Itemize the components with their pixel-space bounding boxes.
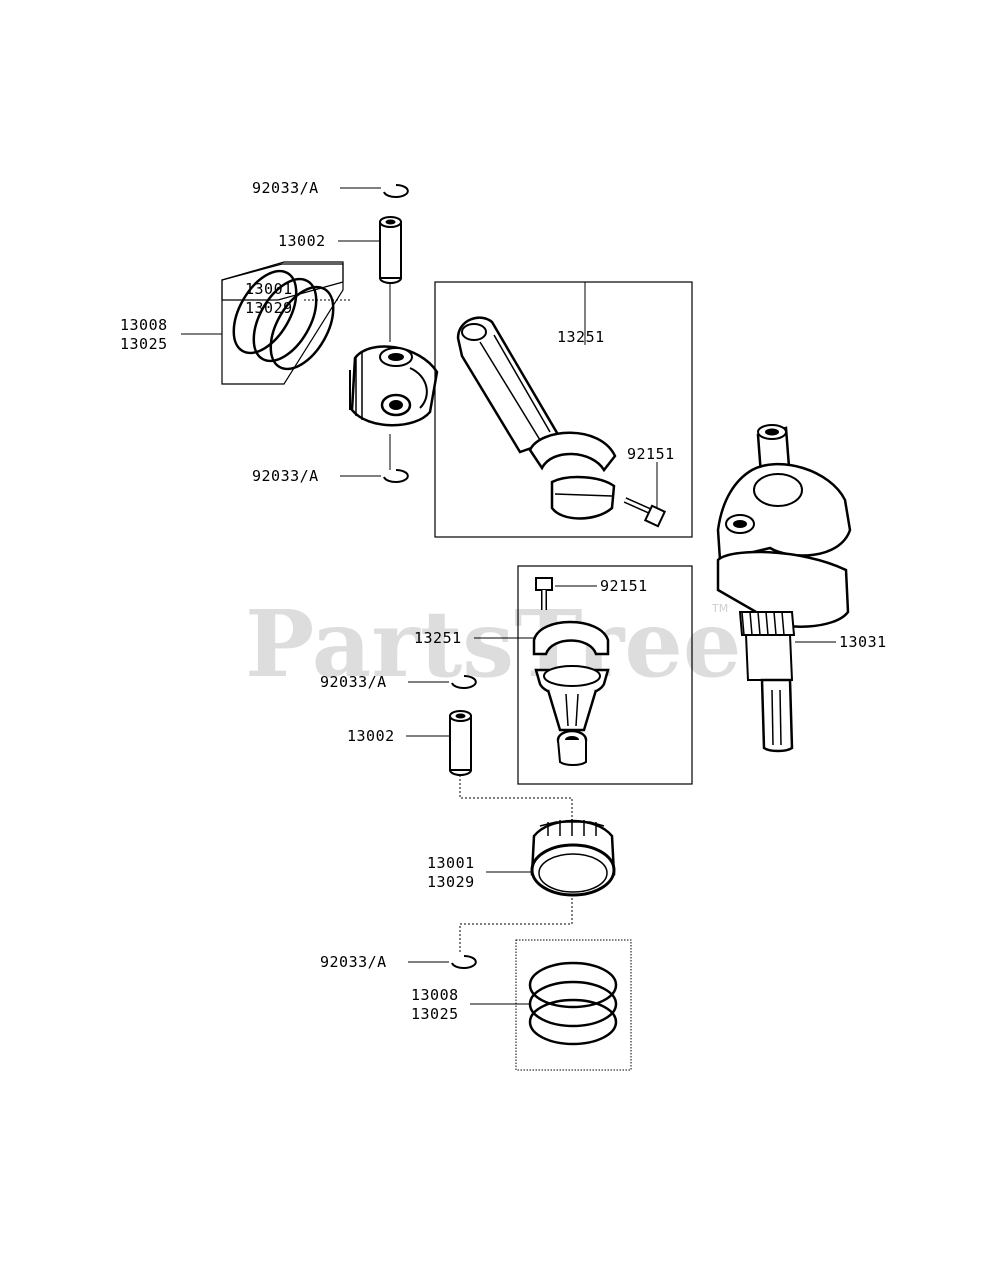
top-piston-rings[interactable] (221, 261, 346, 380)
label-bottom-bolt[interactable]: 92151 (600, 577, 648, 595)
top-rod-bolt[interactable] (623, 497, 667, 528)
label-top-rod[interactable]: 13251 (557, 328, 605, 346)
bottom-connecting-rod[interactable] (532, 620, 610, 766)
top-connecting-rod[interactable] (456, 316, 617, 520)
leader-bottom-piston-to-clip (459, 898, 573, 952)
label-bottom-clip-upper[interactable]: 92033/A (320, 673, 387, 691)
label-bottom-rod[interactable]: 13251 (414, 629, 462, 647)
label-top-pin[interactable]: 13002 (278, 232, 326, 250)
label-bottom-rings-a[interactable]: 13008 (411, 986, 459, 1004)
top-piston[interactable] (349, 345, 439, 427)
bottom-circlip-upper[interactable] (451, 675, 477, 689)
label-crankshaft[interactable]: 13031 (839, 633, 887, 651)
label-bottom-pin[interactable]: 13002 (347, 727, 395, 745)
watermark-trademark: TM (711, 602, 728, 615)
bottom-rod-box (517, 565, 693, 785)
watermark: PartsTree (245, 590, 741, 698)
label-top-clip-lower[interactable]: 92033/A (252, 467, 319, 485)
bottom-piston[interactable] (530, 819, 616, 897)
label-top-piston-b[interactable]: 13029 (245, 299, 293, 317)
label-top-rings-a[interactable]: 13008 (120, 316, 168, 334)
leader-pin-to-bottom-piston (459, 775, 573, 826)
bottom-piston-rings[interactable] (528, 961, 618, 1046)
label-top-rings-b[interactable]: 13025 (120, 335, 168, 353)
label-top-bolt[interactable]: 92151 (627, 445, 675, 463)
crankshaft[interactable] (716, 424, 852, 753)
top-piston-pin[interactable] (379, 216, 402, 284)
label-bottom-piston-b[interactable]: 13029 (427, 873, 475, 891)
label-bottom-clip-lower[interactable]: 92033/A (320, 953, 387, 971)
top-rings-frame (221, 261, 344, 385)
bottom-piston-pin[interactable] (449, 710, 472, 776)
bottom-rod-bolt[interactable] (535, 577, 553, 610)
label-bottom-piston-a[interactable]: 13001 (427, 854, 475, 872)
label-bottom-rings-b[interactable]: 13025 (411, 1005, 459, 1023)
bottom-rings-box (515, 939, 632, 1071)
top-circlip-upper[interactable] (383, 184, 409, 198)
bottom-circlip-lower[interactable] (451, 955, 477, 969)
label-top-clip-upper[interactable]: 92033/A (252, 179, 319, 197)
top-circlip-lower[interactable] (383, 469, 409, 483)
label-top-piston-a[interactable]: 13001 (245, 280, 293, 298)
top-rod-box (434, 281, 693, 538)
